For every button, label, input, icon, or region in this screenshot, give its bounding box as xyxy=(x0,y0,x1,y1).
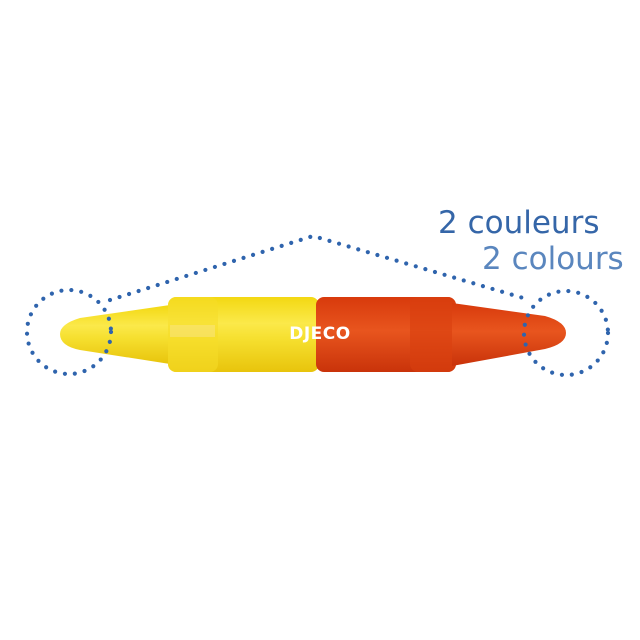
orange-tip xyxy=(452,303,566,366)
caption-english: 2 colours xyxy=(482,241,624,277)
yellow-tip xyxy=(60,305,170,364)
right-tip-circle xyxy=(521,288,611,378)
brand-logo: DJECO xyxy=(289,324,351,344)
orange-body xyxy=(316,297,456,372)
dotted-outline xyxy=(24,233,611,378)
bracket-line xyxy=(107,233,533,303)
yellow-body xyxy=(168,297,319,372)
caption-french: 2 couleurs xyxy=(438,205,600,241)
left-tip-circle xyxy=(24,287,114,377)
